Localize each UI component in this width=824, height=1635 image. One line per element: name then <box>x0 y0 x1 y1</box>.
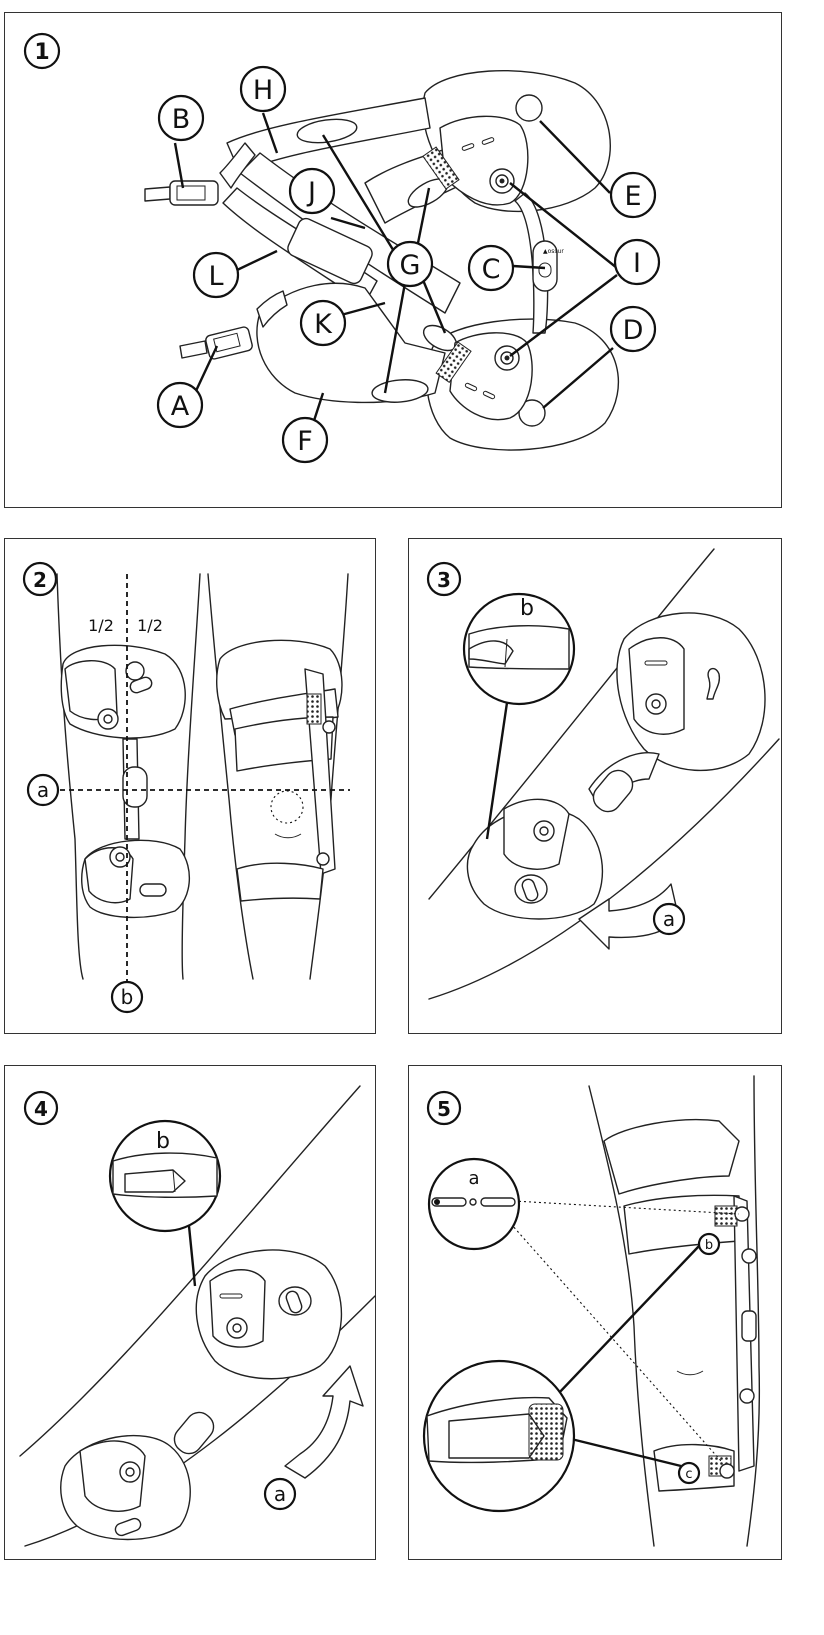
brace-front-side-view: 2 1/2 1/2 a b <box>22 561 350 1014</box>
svg-text:5: 5 <box>437 1097 451 1121</box>
part-label-e: E <box>609 171 657 219</box>
strap-fastening-step-3: 3 b a <box>426 548 780 1000</box>
svg-text:4: 4 <box>34 1097 48 1121</box>
svg-text:B: B <box>172 104 191 135</box>
svg-text:▲ossur: ▲ossur <box>543 248 564 255</box>
part-label-k: K <box>299 299 347 347</box>
svg-text:G: G <box>400 250 421 281</box>
svg-text:1: 1 <box>34 40 49 65</box>
svg-text:A: A <box>171 391 190 422</box>
half-label-left: 1/2 <box>88 616 114 635</box>
svg-text:C: C <box>482 254 501 285</box>
part-label-j: J <box>288 167 336 215</box>
panel-step-1: 1 ▲ossur <box>4 12 782 508</box>
buckle-a <box>179 326 253 360</box>
brace-parts-diagram: 1 ▲ossur <box>23 32 661 464</box>
svg-text:b: b <box>705 1238 713 1253</box>
part-label-b: B <box>157 94 205 142</box>
zoom-label-b: b <box>520 596 534 621</box>
svg-text:H: H <box>253 75 273 106</box>
strap-fastening-step-4: 4 b a <box>19 1085 376 1547</box>
zoom-label-a: a <box>468 1168 479 1189</box>
marker-label-b: b <box>697 1232 721 1256</box>
part-label-c: C <box>467 244 515 292</box>
step-number-1: 1 <box>23 32 61 70</box>
guide-label-b: b <box>110 980 144 1014</box>
svg-text:c: c <box>685 1467 692 1482</box>
panel-step-2: 2 1/2 1/2 a b <box>4 538 376 1034</box>
svg-text:a: a <box>663 907 675 931</box>
marker-label-c: c <box>677 1461 701 1485</box>
svg-text:F: F <box>297 426 313 457</box>
svg-text:E: E <box>624 181 641 212</box>
arrow-label-a: a <box>652 902 686 936</box>
panel-step-3: 3 b a <box>408 538 782 1034</box>
svg-text:a: a <box>274 1482 286 1506</box>
leader-lines <box>173 112 618 434</box>
part-label-h: H <box>239 65 287 113</box>
part-label-a: A <box>156 381 204 429</box>
svg-text:2: 2 <box>33 568 47 592</box>
part-label-i: I <box>613 238 661 286</box>
svg-text:b: b <box>121 985 134 1009</box>
step-number-4: 4 <box>23 1090 59 1126</box>
part-label-f: F <box>281 416 329 464</box>
part-label-d: D <box>609 305 657 353</box>
svg-text:3: 3 <box>437 568 451 592</box>
svg-text:D: D <box>623 315 644 346</box>
guide-label-a: a <box>26 773 60 807</box>
svg-text:L: L <box>208 261 223 292</box>
svg-text:J: J <box>306 177 316 208</box>
step-number-5: 5 <box>426 1090 462 1126</box>
step-number-2: 2 <box>22 561 58 597</box>
svg-text:a: a <box>37 778 49 802</box>
panel-step-5: 5 b c a <box>408 1065 782 1560</box>
step-number-3: 3 <box>426 561 462 597</box>
panel-step-4: 4 b a <box>4 1065 376 1560</box>
zoom-label-b: b <box>156 1129 170 1154</box>
svg-text:K: K <box>314 309 333 340</box>
svg-text:I: I <box>633 248 641 279</box>
hinge-alignment-step-5: 5 b c a <box>422 1075 761 1547</box>
half-label-right: 1/2 <box>137 616 163 635</box>
arrow-label-a: a <box>263 1477 297 1511</box>
part-label-g: G <box>386 240 434 288</box>
part-label-l: L <box>192 251 240 299</box>
